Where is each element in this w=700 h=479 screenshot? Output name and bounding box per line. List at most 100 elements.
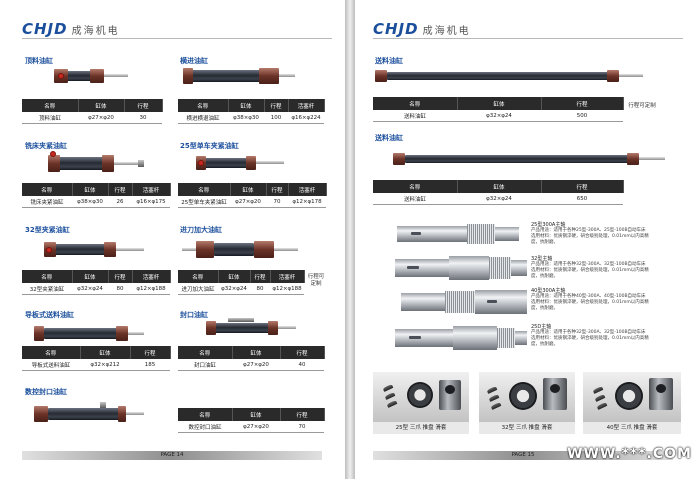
header-body: 缸体	[72, 270, 109, 283]
cell-body: φ27×φ20	[230, 196, 266, 208]
cell-body: φ32×φ24	[457, 193, 541, 205]
spindle-title: 32型主轴	[531, 256, 553, 262]
brand-logo: CHJD	[22, 20, 68, 38]
product-title: 进刀加大油缸	[180, 226, 222, 234]
cell-stroke: 500	[541, 110, 623, 122]
product-title: 送料油缸	[375, 57, 403, 65]
product-title: 数控封口油缸	[25, 388, 67, 396]
product-title: 导板式送料油缸	[25, 311, 74, 319]
cylinder-image	[206, 318, 296, 335]
spindle-line: 产品用途：适用于各种32型-300A、32型-100B自动车床	[531, 330, 646, 335]
header-stroke: 行程	[541, 180, 624, 193]
chuck-set-label: 32型 三爪 推盘 滑套	[479, 422, 575, 434]
spindle-description: 25型300A主轴 产品用途：适用于各种25型-300A、25型-100B自动车…	[531, 222, 681, 246]
cell-stroke: 30	[124, 112, 162, 124]
spindle-image	[395, 256, 527, 280]
header-stroke: 行程	[130, 346, 171, 359]
cell-stroke: 100	[264, 112, 288, 124]
spindle-line: 度，抗耐磨。	[531, 306, 558, 311]
cell-body: φ32×φ24	[218, 283, 250, 295]
spindle-line: 度，抗耐磨。	[531, 274, 558, 279]
cylinder-image	[52, 69, 134, 83]
cell-body: φ27×φ20	[232, 359, 280, 371]
spindle-description: 25D主轴 产品用途：适用于各种32型-300A、32型-100B自动车床 选用…	[531, 324, 681, 348]
header-rod: 活塞杆	[132, 270, 171, 283]
spindle-image	[395, 326, 527, 350]
header-body: 缸体	[80, 346, 131, 359]
header-body: 缸体	[457, 97, 542, 110]
product-title: 铣床夹紧油缸	[25, 142, 67, 150]
header-stroke: 行程	[541, 97, 624, 110]
spindle-line: 产品用途：适用于各种25型-300A、25型-100B自动车床	[531, 228, 646, 233]
cylinder-image	[42, 242, 146, 257]
spindle-image	[397, 224, 519, 244]
chuck-set-card: 40型 三爪 推盘 滑套	[583, 372, 681, 434]
cell-name: 送料油缸	[373, 193, 457, 205]
cell-name: 导板式送料油缸	[22, 359, 80, 371]
product-title: 顶料油缸	[25, 57, 53, 65]
header-stroke: 行程	[266, 183, 289, 196]
header-stroke: 行程	[280, 346, 325, 359]
cylinder-image	[34, 402, 146, 422]
cell-name: 送料油缸	[373, 110, 457, 122]
cylinder-image	[375, 70, 645, 82]
cell-body: φ32×φ24	[457, 110, 541, 122]
header-stroke: 行程	[264, 99, 289, 112]
header-name: 名称	[178, 346, 233, 359]
header-body: 缸体	[457, 180, 542, 193]
header-rule	[373, 38, 683, 39]
header-stroke: 行程	[250, 270, 271, 283]
cylinder-image	[375, 153, 669, 165]
spindle-image	[401, 290, 527, 314]
header-name: 名称	[22, 270, 73, 283]
cell-stroke: 26	[108, 196, 132, 208]
cell-stroke: 40	[280, 359, 324, 371]
cell-rod: φ12×φ188	[270, 283, 304, 295]
header-name: 名称	[373, 97, 458, 110]
header-rod: 活塞杆	[288, 99, 325, 112]
spindle-description: 40型300A主轴 产品用途：适用于各种40型-300A、40型-100B自动车…	[531, 288, 681, 312]
cell-body: φ27×φ20	[78, 112, 124, 124]
cell-stroke: 80	[250, 283, 270, 295]
cell-rod: φ16×φ224	[288, 112, 324, 124]
cell-name: 25型单车夹紧油缸	[178, 196, 230, 208]
cylinder-image	[183, 68, 295, 84]
cell-name: 32型夹紧油缸	[22, 283, 72, 295]
brand-header-right: CHJD 成海机电	[373, 20, 471, 38]
watermark-text: WWW.***.COM	[567, 446, 692, 462]
cell-name: 封口油缸	[178, 359, 232, 371]
cell-name: 横进横退油缸	[178, 112, 228, 124]
header-name: 名称	[178, 270, 219, 283]
header-body: 缸体	[230, 183, 267, 196]
cell-stroke: 650	[541, 193, 623, 205]
chuck-set-card: 32型 三爪 推盘 滑套	[479, 372, 575, 434]
spindle-title: 25D主轴	[531, 324, 552, 330]
spindle-line: 选用材料：优质钢淬硬，研合级别处理，0.01mm以内高精	[531, 336, 649, 341]
product-title: 封口油缸	[180, 311, 208, 319]
cell-body: φ32×φ212	[80, 359, 130, 371]
cell-name: 顶料油缸	[22, 112, 78, 124]
cell-rod: φ16×φ175	[132, 196, 170, 208]
header-body: 缸体	[232, 408, 281, 421]
spindle-line: 产品用途：适用于各种40型-300A、40型-100B自动车床	[531, 294, 646, 299]
page-footer: PAGE 14	[22, 451, 322, 460]
cell-body: φ27×φ20	[232, 421, 280, 433]
cell-stroke: 70	[266, 196, 288, 208]
header-body: 缸体	[78, 99, 125, 112]
spindle-title: 25型300A主轴	[531, 222, 566, 228]
spindle-description: 32型主轴 产品用途：适用于各种32型-300A、32型-100B自动车床 选用…	[531, 256, 681, 280]
spindle-title: 40型300A主轴	[531, 288, 566, 294]
cell-body: φ38×φ30	[72, 196, 108, 208]
cell-name: 进刀加大油缸	[178, 283, 218, 295]
